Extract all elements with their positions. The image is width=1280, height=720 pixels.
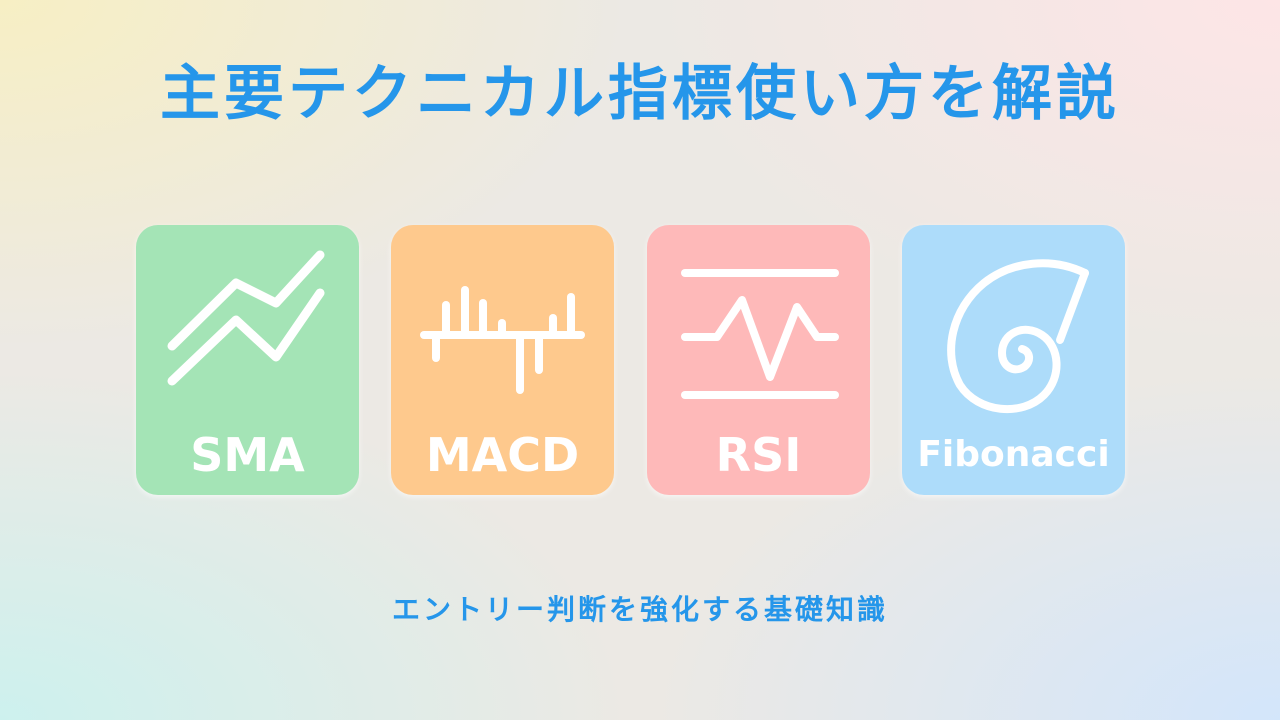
card-rsi: RSI bbox=[647, 225, 870, 495]
double-line-chart-icon bbox=[167, 250, 325, 386]
spiral-shell-icon bbox=[947, 259, 1089, 414]
page-title: 主要テクニカル指標使い方を解説 bbox=[160, 59, 1120, 129]
card-sma: SMA bbox=[136, 225, 359, 495]
histogram-icon bbox=[420, 286, 585, 394]
card-label: RSI bbox=[715, 428, 802, 482]
subtitle: エントリー判断を強化する基礎知識 bbox=[391, 593, 888, 626]
card-fibonacci: Fibonacci bbox=[902, 225, 1125, 495]
indicator-cards: SMA MACD bbox=[0, 225, 1280, 495]
card-label: Fibonacci bbox=[917, 434, 1110, 475]
oscillator-icon bbox=[681, 269, 839, 399]
card-label: SMA bbox=[190, 428, 305, 482]
card-macd: MACD bbox=[391, 225, 614, 495]
card-label: MACD bbox=[425, 428, 580, 482]
